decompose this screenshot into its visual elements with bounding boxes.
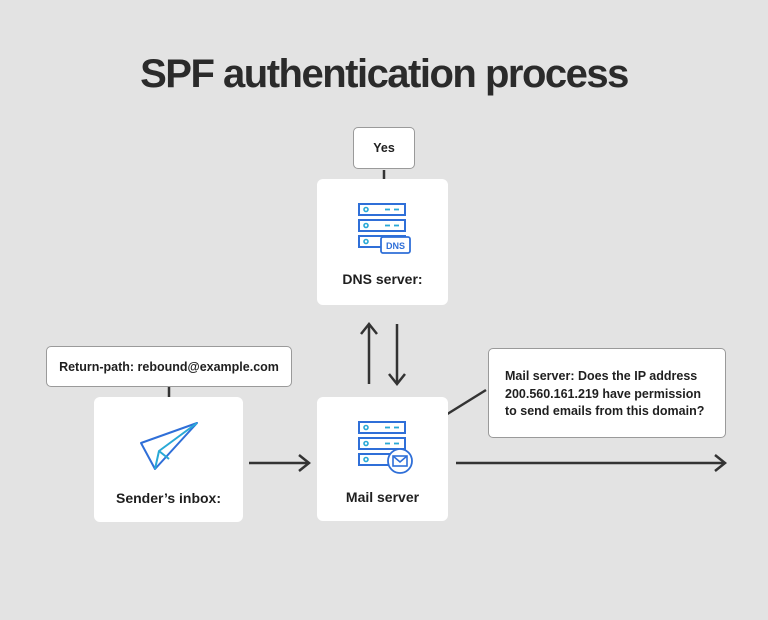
sender-inbox-card: Sender’s inbox:: [94, 397, 243, 522]
mail-server-label: Mail server: [345, 489, 420, 505]
mail-server-question-text: Mail server: Does the IP address 200.560…: [505, 369, 705, 418]
server-dns-icon: DNS: [358, 203, 411, 254]
yes-callout: Yes: [353, 127, 415, 169]
arrow-right-out-icon: [456, 454, 728, 472]
arrow-down-icon: [388, 324, 406, 387]
return-path-label: Return-path: rebound@example.com: [59, 359, 279, 374]
server-mail-icon: [358, 421, 413, 474]
mail-server-card: Mail server: [317, 397, 448, 521]
return-path-callout: Return-path: rebound@example.com: [46, 346, 292, 387]
dns-badge-label: DNS: [386, 241, 405, 251]
arrow-right-icon: [249, 454, 312, 472]
dns-server-card: DNS DNS server:: [317, 179, 448, 305]
yes-label: Yes: [373, 141, 395, 155]
sender-inbox-label: Sender’s inbox:: [115, 490, 222, 506]
paper-plane-icon: [140, 422, 198, 470]
arrow-up-icon: [360, 321, 378, 384]
mail-server-question-callout: Mail server: Does the IP address 200.560…: [488, 348, 726, 438]
dns-server-label: DNS server:: [342, 271, 423, 287]
page-title: SPF authentication process: [140, 52, 629, 96]
